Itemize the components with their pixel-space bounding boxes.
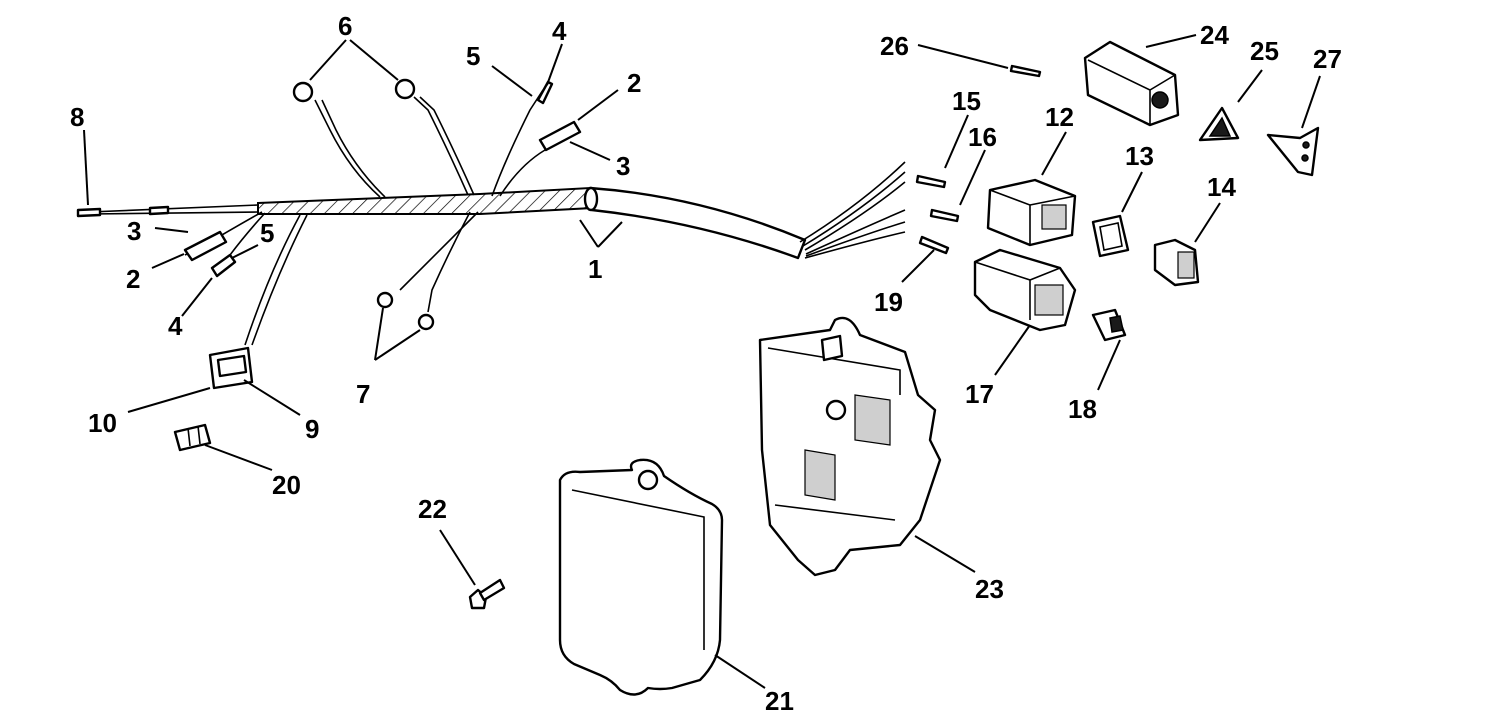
- plug-seal: [1198, 106, 1240, 142]
- callout-7: 7: [356, 379, 370, 409]
- callout-20: 20: [272, 470, 301, 500]
- callout-4: 4: [552, 16, 567, 46]
- callout-18: 18: [1068, 394, 1097, 424]
- plug-wedge: [1266, 126, 1320, 177]
- plug-connector: [1083, 40, 1180, 127]
- callout-labels: 1 2 2 3 3 4 4 5 5 6 7 8 9 10 12 13 14 15…: [70, 11, 1342, 716]
- callout-22: 22: [418, 494, 447, 524]
- connector-12: [986, 178, 1077, 247]
- bolt: [468, 578, 506, 610]
- callout-19: 19: [874, 287, 903, 317]
- module-cover: [558, 458, 724, 696]
- terminal-pins: [915, 174, 960, 255]
- callout-13: 13: [1125, 141, 1154, 171]
- callout-17: 17: [965, 379, 994, 409]
- callout-14: 14: [1207, 172, 1236, 202]
- callout-9: 9: [305, 414, 319, 444]
- callout-3: 3: [127, 216, 141, 246]
- callout-1: 1: [588, 254, 602, 284]
- callout-3: 3: [616, 151, 630, 181]
- receptacle: [1153, 238, 1200, 287]
- callout-25: 25: [1250, 36, 1279, 66]
- callout-12: 12: [1045, 102, 1074, 132]
- callout-10: 10: [88, 408, 117, 438]
- fuse: [173, 423, 212, 452]
- leader-lines: [83, 34, 1321, 689]
- callout-5: 5: [260, 218, 274, 248]
- connector-housing: [973, 248, 1077, 332]
- module-bracket: [758, 316, 942, 577]
- callout-6: 6: [338, 11, 352, 41]
- wedge-lock: [1091, 308, 1127, 342]
- callout-24: 24: [1200, 20, 1229, 50]
- callout-2: 2: [627, 68, 641, 98]
- callout-15: 15: [952, 86, 981, 116]
- wiring-harness: [76, 78, 906, 390]
- callout-26: 26: [880, 31, 909, 61]
- callout-16: 16: [968, 122, 997, 152]
- callout-8: 8: [70, 102, 84, 132]
- callout-21: 21: [765, 686, 794, 716]
- callout-5: 5: [466, 41, 480, 71]
- callout-23: 23: [975, 574, 1004, 604]
- callout-2: 2: [126, 264, 140, 294]
- seal: [1091, 214, 1130, 258]
- callout-4: 4: [168, 311, 183, 341]
- callout-27: 27: [1313, 44, 1342, 74]
- screw: [1009, 64, 1042, 78]
